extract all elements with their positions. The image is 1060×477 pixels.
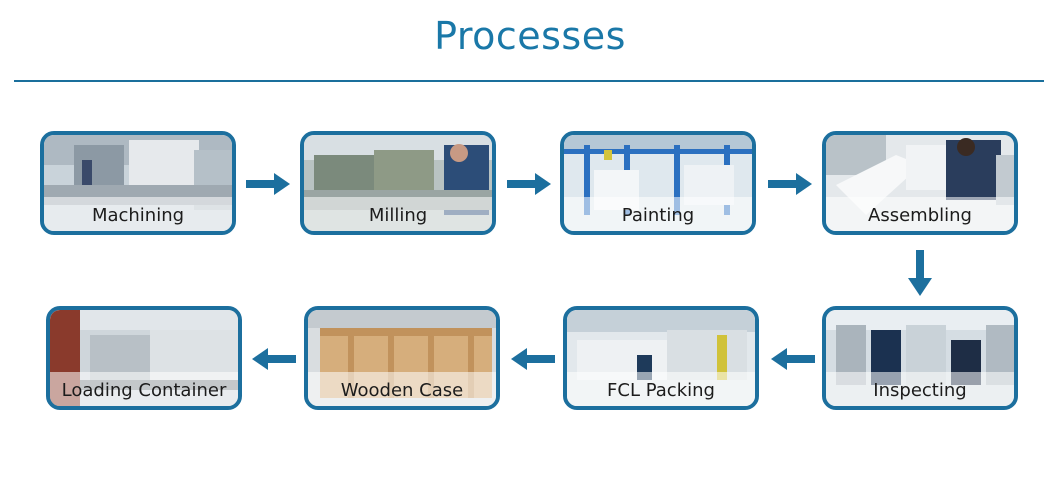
- arrow-right-icon: [768, 173, 812, 195]
- step-label: Assembling: [868, 205, 972, 226]
- step-card-wooden-case: Wooden Case: [304, 306, 500, 410]
- label-band: [308, 372, 496, 406]
- label-band: [567, 372, 755, 406]
- step-card-machining: Machining: [40, 131, 236, 235]
- step-label: Loading Container: [61, 380, 227, 401]
- label-band: [826, 197, 1014, 231]
- step-label: FCL Packing: [607, 380, 715, 401]
- step-card-milling: Milling: [300, 131, 496, 235]
- page-title: Processes: [434, 14, 626, 58]
- arrow-left-icon: [771, 348, 815, 370]
- arrow-right-icon: [246, 173, 290, 195]
- step-card-assembling: Assembling: [822, 131, 1018, 235]
- step-card-loading-container: Loading Container: [46, 306, 242, 410]
- label-band: [564, 197, 752, 231]
- arrow-down-icon: [908, 250, 932, 296]
- step-card-painting: Painting: [560, 131, 756, 235]
- label-band: [826, 372, 1014, 406]
- step-card-inspecting: Inspecting: [822, 306, 1018, 410]
- step-label: Wooden Case: [340, 380, 464, 401]
- step-label: Milling: [368, 205, 428, 226]
- step-card-fcl-packing: FCL Packing: [563, 306, 759, 410]
- step-label: Machining: [91, 205, 185, 226]
- arrow-right-icon: [507, 173, 551, 195]
- label-band: [44, 197, 232, 231]
- arrow-left-icon: [511, 348, 555, 370]
- label-band: [50, 372, 238, 406]
- step-label: Painting: [621, 205, 695, 226]
- step-label: Inspecting: [873, 380, 967, 401]
- label-band: [304, 197, 492, 231]
- arrow-left-icon: [252, 348, 296, 370]
- title-divider: [14, 80, 1044, 82]
